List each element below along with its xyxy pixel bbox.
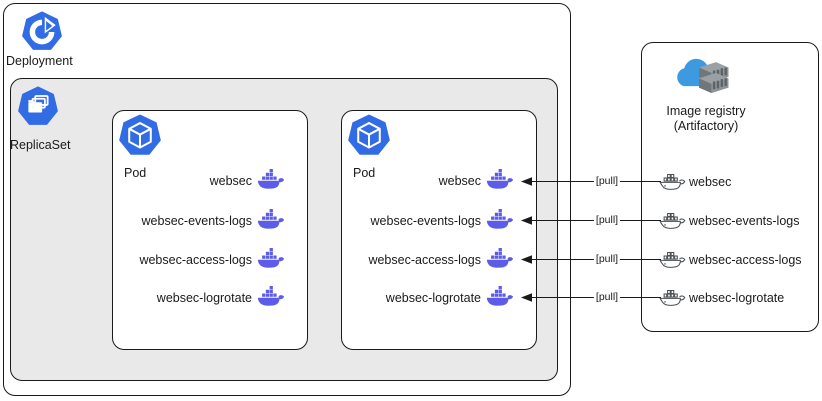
pod-2-label: Pod [353, 166, 376, 180]
docker-icon [485, 169, 515, 193]
pull-label: [pull] [593, 214, 621, 226]
docker-icon [256, 286, 286, 310]
container-name: websec [438, 174, 481, 188]
docker-icon [256, 248, 286, 272]
docker-icon [485, 248, 515, 272]
registry-title-line2: (Artifactory) [673, 119, 739, 133]
docker-outline-icon [658, 287, 686, 309]
docker-outline-icon [658, 249, 686, 271]
pod-2-container-row[interactable]: websec-events-logs [347, 208, 515, 234]
deployment-label: Deployment [6, 54, 73, 68]
kubernetes-replicaset-icon [16, 85, 60, 129]
docker-icon [256, 169, 286, 193]
registry-image-row[interactable]: websec-events-logs [658, 209, 799, 233]
pod-1-container-row[interactable]: websec-logrotate [118, 285, 286, 311]
docker-outline-icon [658, 210, 686, 232]
pod-2-container-row[interactable]: websec-access-logs [347, 247, 515, 273]
pull-label: [pull] [593, 175, 621, 187]
container-name: websec-events-logs [141, 214, 252, 228]
pod-2-container-row[interactable]: websec [347, 168, 515, 194]
container-name: websec-logrotate [156, 291, 252, 305]
container-name: websec-events-logs [370, 214, 481, 228]
docker-icon [256, 209, 286, 233]
registry-image-name: websec [689, 175, 732, 189]
container-name: websec [209, 174, 252, 188]
pod-1-container-row[interactable]: websec [118, 168, 286, 194]
registry-image-row[interactable]: websec [658, 170, 731, 194]
registry-image-name: websec-logrotate [689, 291, 785, 305]
registry-image-row[interactable]: websec-access-logs [658, 248, 802, 272]
registry-image-row[interactable]: websec-logrotate [658, 286, 784, 310]
kubernetes-pod-icon [346, 113, 392, 159]
pod-2-container-row[interactable]: websec-logrotate [347, 285, 515, 311]
pull-label: [pull] [593, 253, 621, 265]
pod-1-container-row[interactable]: websec-events-logs [118, 208, 286, 234]
pull-label: [pull] [593, 291, 621, 303]
docker-icon [485, 209, 515, 233]
registry-image-name: websec-events-logs [689, 214, 800, 228]
container-name: websec-access-logs [139, 253, 252, 267]
kubernetes-deployment-icon [20, 10, 64, 54]
docker-outline-icon [658, 171, 686, 193]
image-registry-box[interactable] [641, 42, 819, 332]
kubernetes-pod-icon [117, 113, 163, 159]
pod-1-container-row[interactable]: websec-access-logs [118, 247, 286, 273]
cloud-registry-icon [668, 52, 730, 100]
replicaset-label: ReplicaSet [10, 138, 71, 152]
container-name: websec-access-logs [368, 253, 481, 267]
docker-icon [485, 286, 515, 310]
pod-1-label: Pod [124, 166, 147, 180]
registry-image-name: websec-access-logs [689, 253, 802, 267]
registry-title-line1: Image registry [666, 104, 746, 118]
container-name: websec-logrotate [385, 291, 481, 305]
